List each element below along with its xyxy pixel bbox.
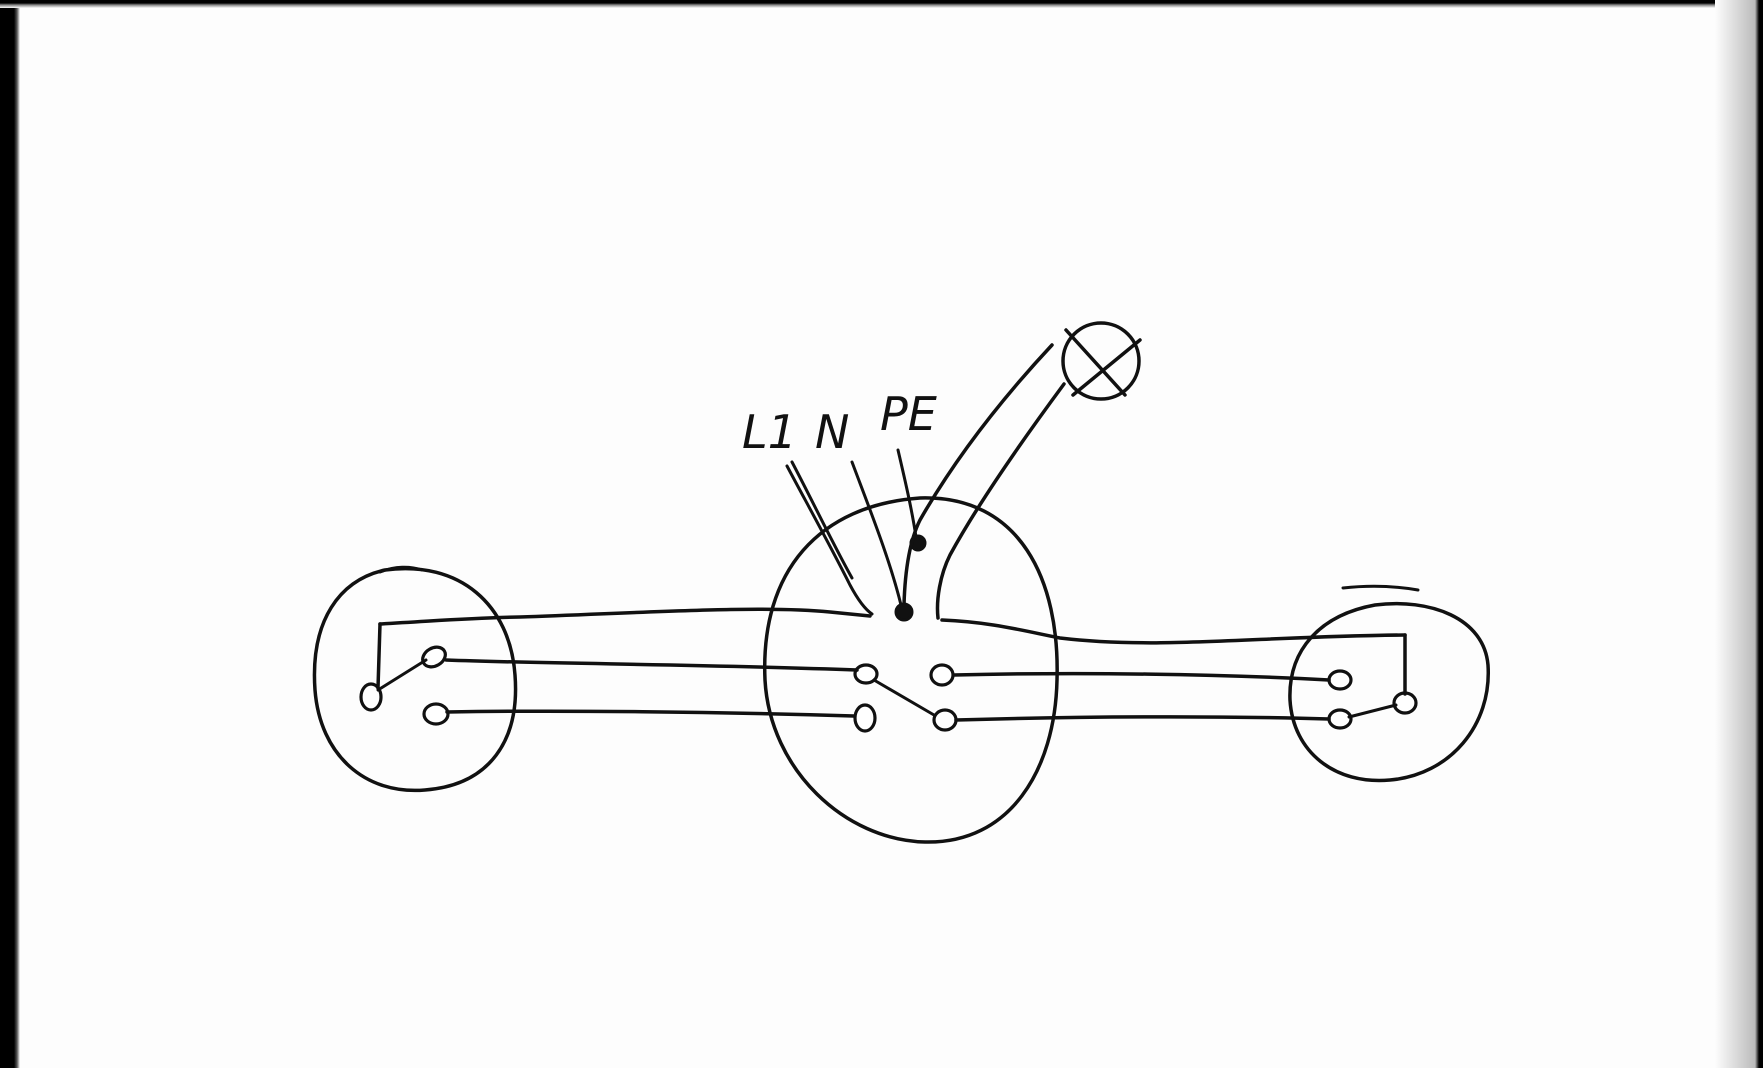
central-upper-right-terminal bbox=[929, 663, 955, 687]
scan-border-right bbox=[1715, 0, 1763, 1068]
lamp-circle bbox=[1061, 321, 1141, 401]
wire-right-traveler-upper bbox=[952, 671, 1331, 682]
central-box-outline bbox=[763, 496, 1059, 844]
wire-pe-feed bbox=[896, 448, 918, 539]
lamp-symbol-icon bbox=[1061, 321, 1142, 401]
wires bbox=[378, 343, 1407, 722]
central-connector-link bbox=[872, 678, 936, 717]
right-switch-lever bbox=[1347, 703, 1398, 719]
wire-l1-feed-b bbox=[790, 460, 854, 580]
left-switch-common-terminal bbox=[359, 682, 383, 712]
left-switch-lever bbox=[376, 658, 428, 692]
left-switch-box bbox=[312, 565, 518, 793]
wire-left-traveler-lower bbox=[445, 709, 856, 718]
label-l1: L1 bbox=[742, 405, 797, 459]
central-junction-box bbox=[763, 496, 1059, 844]
wire-right-top bbox=[940, 618, 1407, 645]
wire-lamp-cable-left bbox=[902, 343, 1054, 607]
central-lower-right-terminal bbox=[932, 708, 958, 732]
right-switch-upper-terminal bbox=[1327, 669, 1353, 691]
label-n: N bbox=[815, 405, 849, 459]
left-switch-lower-terminal bbox=[422, 702, 450, 726]
lamp-cross-2 bbox=[1071, 338, 1142, 397]
central-lower-left-terminal bbox=[853, 703, 877, 733]
wire-lamp-cable-right bbox=[935, 382, 1066, 620]
right-box-overstroke bbox=[1341, 584, 1420, 592]
wire-l1-feed-a bbox=[785, 464, 874, 616]
wire-right-traveler-lower bbox=[954, 715, 1331, 722]
wire-left-top bbox=[378, 607, 872, 626]
wire-n-feed bbox=[850, 460, 903, 607]
right-switch-lower-terminal bbox=[1327, 708, 1353, 730]
lamp-cross-1 bbox=[1064, 328, 1127, 397]
left-box-overstroke bbox=[378, 565, 424, 574]
right-box-outline bbox=[1288, 601, 1490, 783]
right-switch-common-terminal bbox=[1392, 691, 1418, 715]
left-box-outline bbox=[312, 566, 518, 793]
label-pe: PE bbox=[880, 387, 937, 441]
central-upper-left-terminal bbox=[853, 663, 879, 685]
left-switch-upper-terminal bbox=[421, 645, 447, 669]
scan-border-top bbox=[0, 0, 1763, 8]
wire-left-traveler-upper bbox=[444, 658, 859, 672]
left-jumper-wire bbox=[376, 622, 382, 690]
right-switch-box bbox=[1288, 584, 1490, 783]
scan-border-left bbox=[0, 0, 20, 1068]
